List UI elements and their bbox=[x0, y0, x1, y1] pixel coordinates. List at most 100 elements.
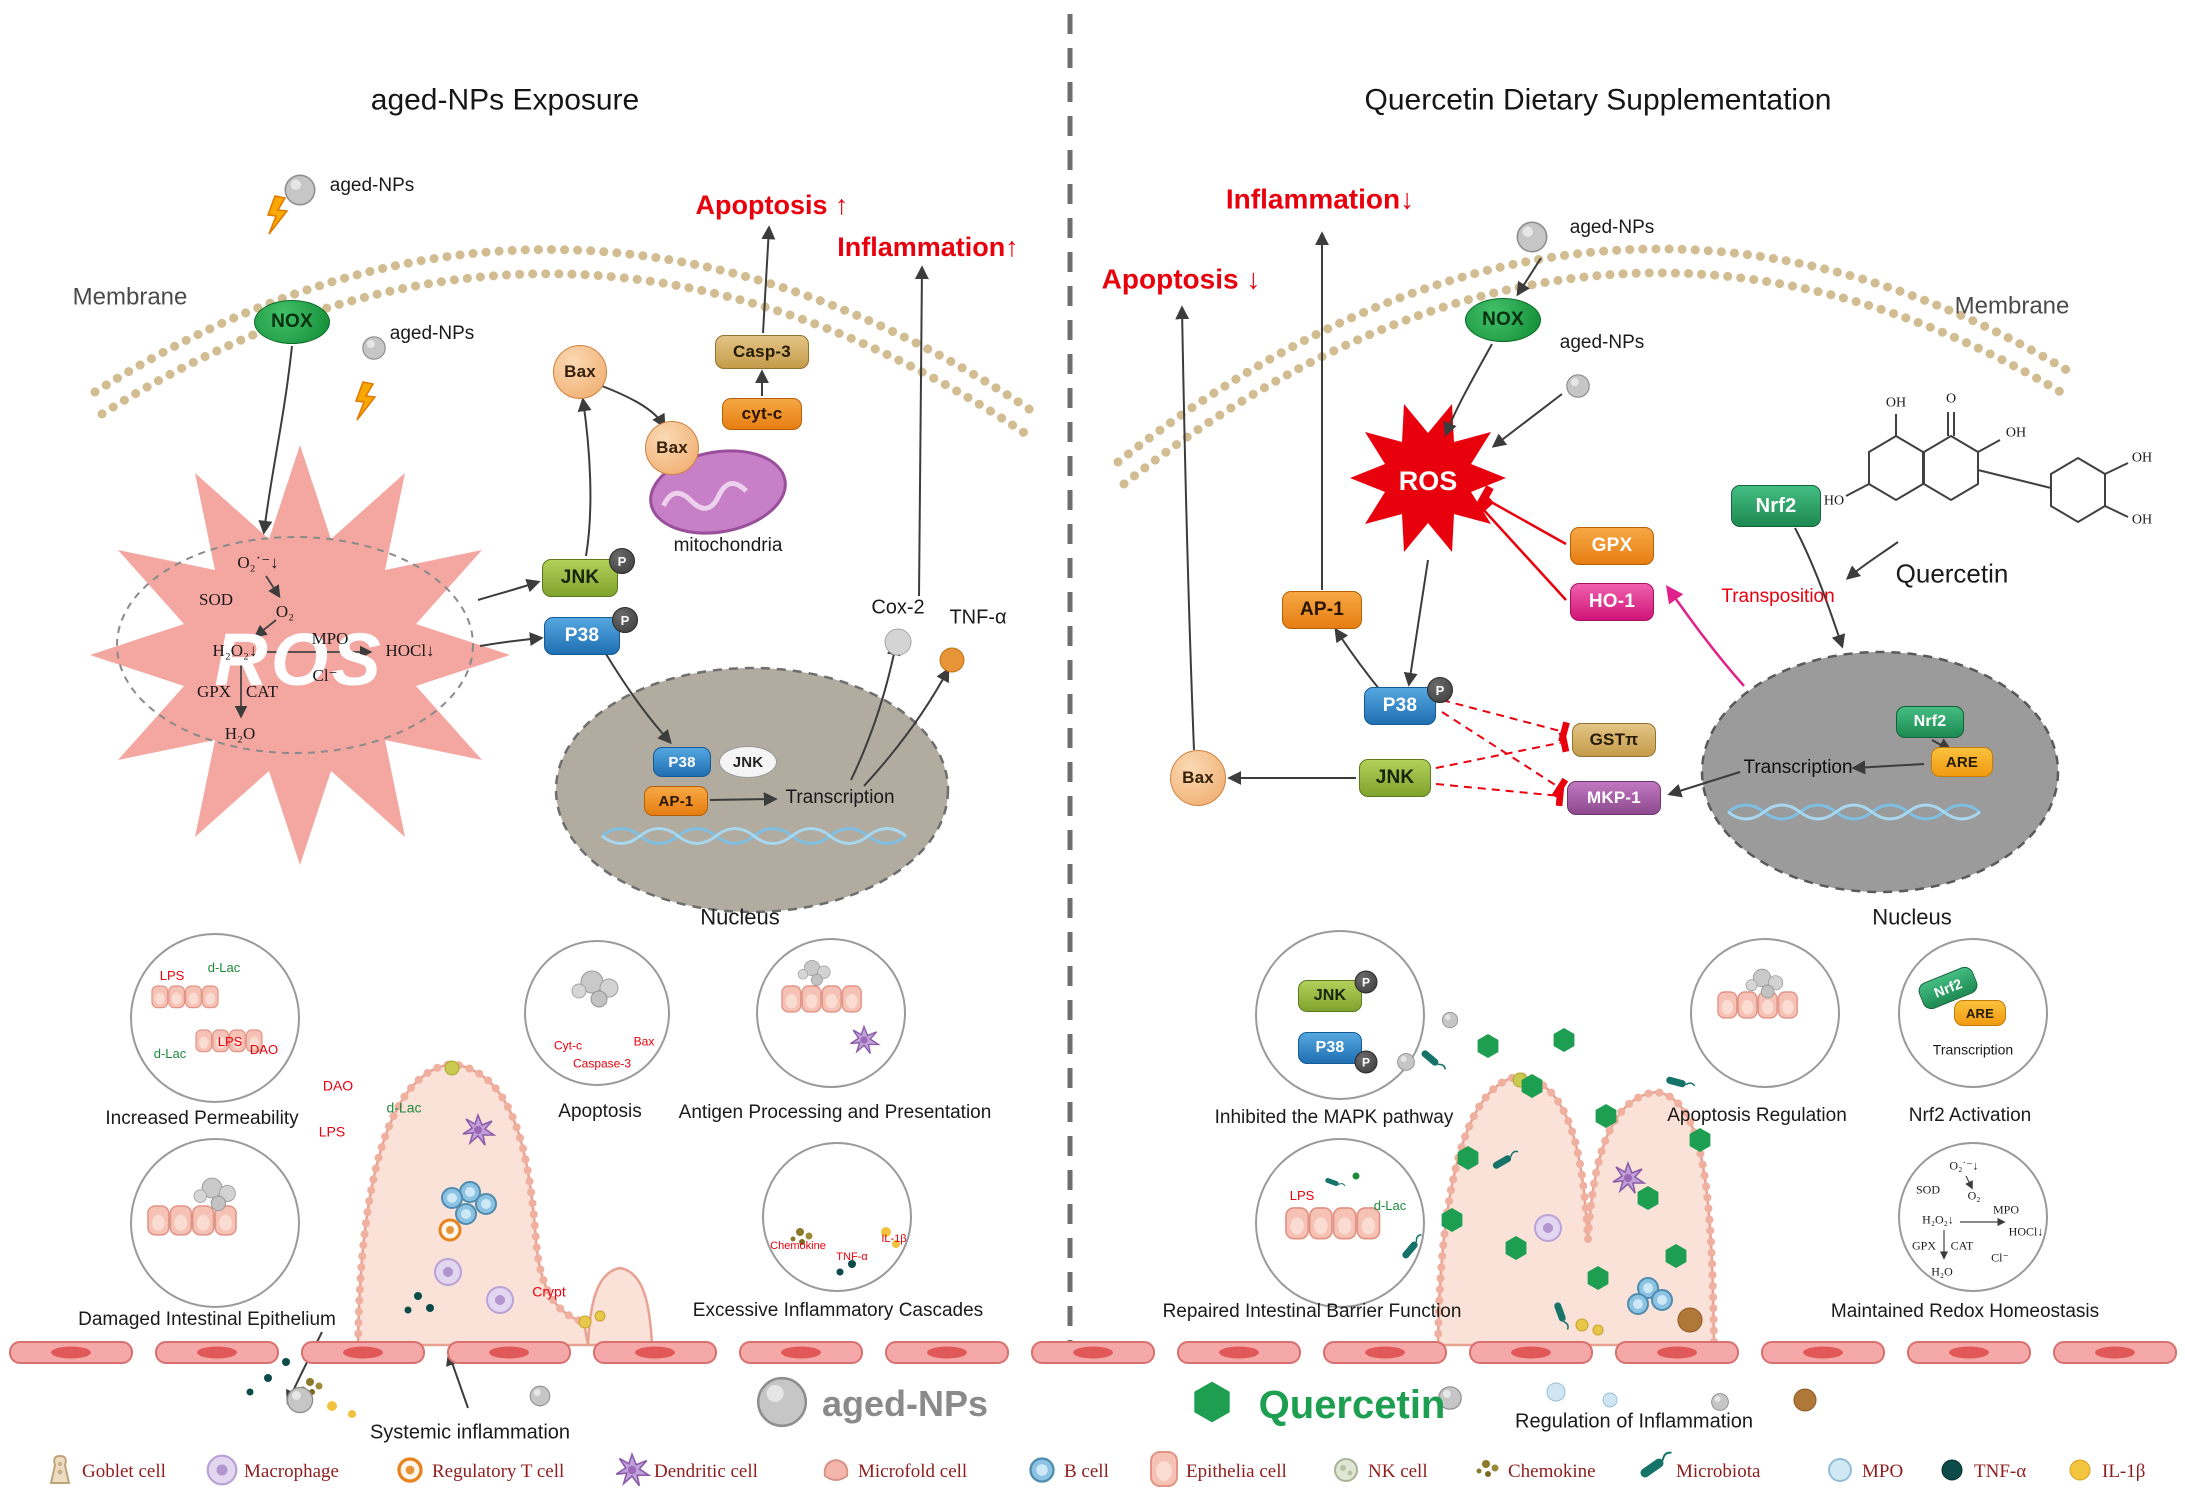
blood-vessel-band bbox=[9, 1341, 2177, 1364]
ho1-box: HO-1 bbox=[1570, 583, 1654, 621]
inhibition-dashed bbox=[1435, 699, 1570, 807]
cyt-c-box: cyt-c bbox=[722, 398, 802, 430]
apoptosis-down-label: Apoptosis ↓ bbox=[1101, 263, 1261, 295]
redox-mini-cat: CAT bbox=[1950, 1238, 1974, 1253]
caption-repaired-barrier: Repaired Intestinal Barrier Function bbox=[1162, 1301, 1462, 1323]
arrows-left bbox=[258, 225, 950, 1409]
bax-circle-1: Bax bbox=[553, 345, 607, 399]
redox-mini-o2: O₂ bbox=[1967, 1188, 1981, 1203]
are-box: ARE bbox=[1931, 747, 1993, 777]
membrane-right bbox=[1113, 244, 2075, 489]
mkp1-box: MKP-1 bbox=[1567, 781, 1661, 815]
bax-circle-3: Bax bbox=[1170, 750, 1226, 806]
lps-label: LPS bbox=[217, 1034, 243, 1050]
legend-tnf-alpha: TNF-α bbox=[1974, 1461, 2027, 1482]
macrophage-icon bbox=[206, 1454, 238, 1486]
crypt-label: Crypt bbox=[532, 1283, 566, 1300]
mpo-icon bbox=[1828, 1458, 1852, 1482]
nox-right: NOX bbox=[1465, 298, 1541, 342]
legend-dendritic-cell: Dendritic cell bbox=[654, 1461, 758, 1482]
caspase3-label-mini: Caspase-3 bbox=[572, 1056, 632, 1071]
legend-epithelia-cell: Epithelia cell bbox=[1186, 1461, 1287, 1482]
nrf2-box-outer: Nrf2 bbox=[1731, 485, 1821, 527]
nucleus-p38-box: P38 bbox=[653, 747, 711, 777]
tnf-label-mini: TNF-α bbox=[836, 1251, 868, 1264]
ap1-box-left: AP-1 bbox=[644, 786, 708, 816]
phospho-badge: P bbox=[1427, 677, 1453, 703]
lps-label: LPS bbox=[159, 968, 185, 984]
p38-box-left: P38 bbox=[544, 617, 620, 655]
gpx-box: GPX bbox=[1570, 527, 1654, 565]
phospho-badge: P bbox=[609, 548, 635, 574]
membrane-left bbox=[90, 245, 1043, 443]
mpo-label: MPO bbox=[311, 629, 349, 649]
legend-nk-cell: NK cell bbox=[1368, 1461, 1428, 1482]
jnk-box-mini: JNK bbox=[1298, 980, 1362, 1012]
cyt-c-label-mini: Cyt-c bbox=[554, 1038, 582, 1053]
nanoparticle-decorations bbox=[267, 174, 1817, 1428]
redox-mini-cl: Cl⁻ bbox=[1991, 1250, 2009, 1265]
quercetin-structure bbox=[1845, 412, 2129, 524]
il-1b-icon bbox=[2069, 1459, 2091, 1481]
aged-nps-label-2: aged-NPs bbox=[389, 323, 475, 345]
epithelia-cell-icon bbox=[1150, 1451, 1178, 1487]
nucleus-to-antioxidant-arrow bbox=[1665, 585, 1745, 687]
transcription-label-right: Transcription bbox=[1743, 757, 1853, 779]
o-label: O bbox=[1945, 391, 1957, 407]
il1b-label-mini: IL-1β bbox=[881, 1233, 907, 1246]
redox-arrows-left bbox=[234, 575, 373, 719]
transcription-label-mini: Transcription bbox=[1932, 1041, 2014, 1058]
caption-apoptosis-regulation: Apoptosis Regulation bbox=[1667, 1105, 1847, 1127]
jnk-box-left: JNK bbox=[542, 559, 618, 597]
left-panel-title: aged-NPs Exposure bbox=[370, 83, 640, 117]
legend-microbiota: Microbiota bbox=[1676, 1461, 1761, 1482]
gpx-label-left: GPX bbox=[196, 682, 232, 702]
ap1-box-right: AP-1 bbox=[1282, 591, 1362, 629]
aged-nps-label-4: aged-NPs bbox=[1559, 332, 1645, 354]
ros-label-left: ROS bbox=[214, 618, 384, 702]
nucleus-right bbox=[1700, 650, 2060, 894]
o2-radical-label: O₂˙⁻↓ bbox=[237, 553, 279, 573]
transcription-label-left: Transcription bbox=[785, 787, 895, 809]
cox2-label: Cox-2 bbox=[871, 596, 925, 619]
microfold-cell-icon bbox=[823, 1458, 849, 1481]
phospho-badge: P bbox=[612, 607, 638, 633]
nucleus-jnk-box: JNK bbox=[719, 746, 777, 778]
legend-mpo: MPO bbox=[1862, 1461, 1904, 1482]
phospho-badge: P bbox=[1354, 970, 1378, 994]
aged-nps-label-3: aged-NPs bbox=[1569, 217, 1655, 239]
b-cell-icon bbox=[1029, 1457, 1055, 1483]
legend-microfold-cell: Microfold cell bbox=[858, 1461, 968, 1482]
caption-increased-permeability: Increased Permeability bbox=[105, 1108, 299, 1130]
sod-label: SOD bbox=[198, 590, 234, 610]
redox-mini-hocl: HOCl↓ bbox=[2008, 1224, 2044, 1239]
redox-mini-o2rad: O₂˙⁻↓ bbox=[1949, 1158, 1979, 1173]
villi-left bbox=[246, 1059, 654, 1418]
dao-label: DAO bbox=[249, 1042, 279, 1058]
circle-decorations bbox=[147, 959, 1798, 1276]
tnf-dot bbox=[939, 647, 965, 673]
caption-mapk-inhibited: Inhibited the MAPK pathway bbox=[1214, 1107, 1454, 1129]
dlac-label: d-Lac bbox=[153, 1046, 187, 1062]
o2-label: O₂ bbox=[275, 602, 295, 622]
lps-villi-label: LPS bbox=[318, 1123, 346, 1140]
oh-label: OH bbox=[2131, 450, 2153, 466]
redox-mini-h2o: H₂O bbox=[1931, 1264, 1953, 1279]
legend-chemokine: Chemokine bbox=[1508, 1461, 1596, 1482]
goblet-cell-icon bbox=[49, 1454, 71, 1484]
right-panel-title: Quercetin Dietary Supplementation bbox=[1364, 83, 1832, 117]
bax-circle-2: Bax bbox=[645, 421, 699, 475]
casp3-box: Casp-3 bbox=[715, 335, 809, 369]
gst-box: GSTπ bbox=[1572, 723, 1656, 757]
lps-label-right: LPS bbox=[1289, 1188, 1315, 1204]
mitochondria-label: mitochondria bbox=[673, 535, 783, 557]
oh-label: OH bbox=[2005, 425, 2027, 441]
dlac-villi-label: d-Lac bbox=[386, 1099, 422, 1116]
p38-box-mini: P38 bbox=[1298, 1032, 1362, 1064]
villi-right bbox=[1397, 1011, 1718, 1349]
tnf-label-left: TNF-α bbox=[949, 606, 1007, 629]
ros-burst-right bbox=[1350, 404, 1506, 552]
hocl-label: HOCl↓ bbox=[385, 641, 435, 661]
microbiota-icon bbox=[1637, 1449, 1676, 1481]
quercetin-label: Quercetin bbox=[1895, 558, 2009, 589]
